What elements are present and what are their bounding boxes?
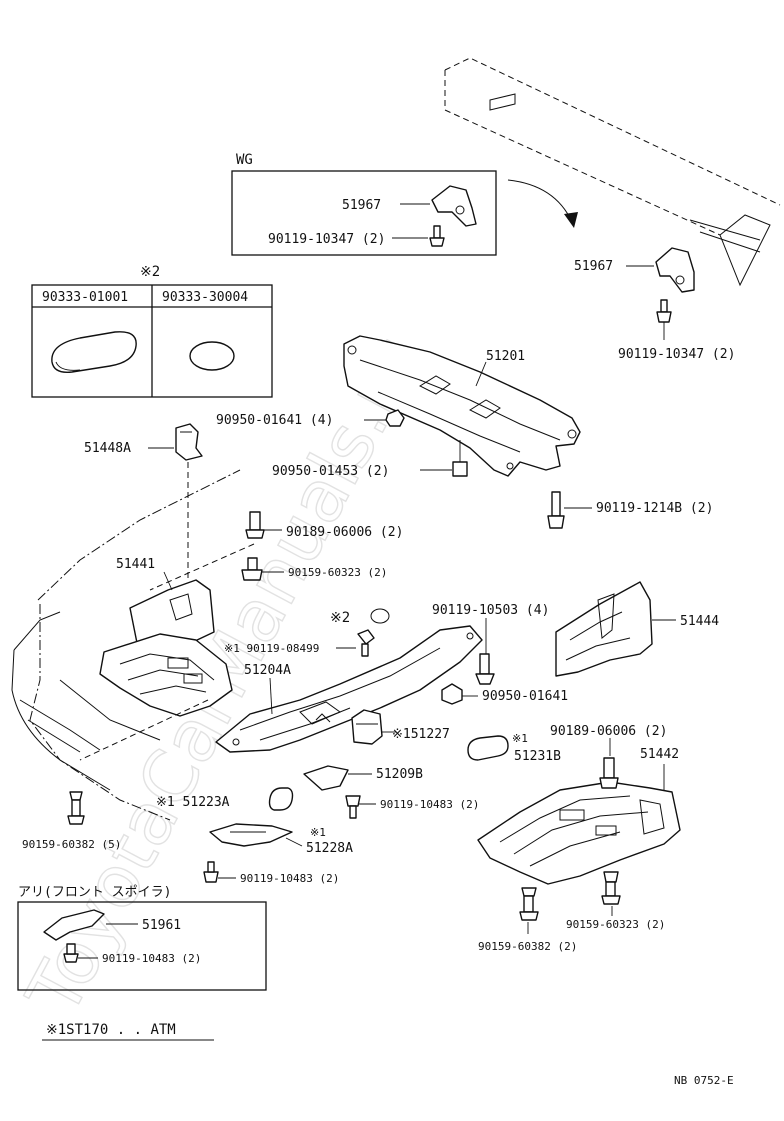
bolt-90119-10483-a	[345, 795, 361, 819]
cover-51228a	[209, 823, 293, 847]
note2-col1-label: 90333-01001	[42, 290, 128, 305]
mount-51227	[351, 709, 383, 745]
bolt-90119-10483-b	[203, 861, 219, 883]
label-90119-10503: 90119-10503 (4)	[432, 603, 549, 618]
bolt-90189-06006-a	[245, 511, 265, 539]
label-90119-10483-a: 90119-10483 (2)	[380, 798, 479, 811]
oval-plug	[51, 331, 137, 373]
ari-section: アリ(フロント スポイラ) 51961 90119-10483 (2)	[17, 885, 267, 991]
label-51227: ※151227	[392, 727, 450, 742]
bolt-90119-10503	[475, 618, 495, 685]
label-51228a: 51228A	[306, 841, 353, 856]
plug-51223a	[268, 787, 294, 811]
label-51209b: 51209B	[376, 767, 423, 782]
bolt-90159-60382-a	[67, 791, 85, 825]
label-51223a: ※1 51223A	[156, 795, 230, 810]
figure-code: NB 0752-E	[674, 1074, 734, 1087]
label-90119-08499: ※1 90119-08499	[224, 642, 319, 655]
rear-spoiler-drawing	[444, 57, 781, 287]
spoiler-bracket: 51967 90119-10347 (2)	[574, 247, 735, 362]
bolt-90159-60323-b	[601, 871, 621, 905]
label-90159-60382-a: 90159-60382 (5)	[22, 838, 121, 851]
round-plug	[189, 341, 235, 371]
spoiler-bolt-label: 90119-10347 (2)	[618, 347, 735, 362]
label-51444: 51444	[680, 614, 719, 629]
note2-section: ※2 90333-01001 90333-30004	[31, 264, 273, 398]
label-51204a: 51204A	[244, 663, 291, 678]
ari-title: アリ(フロント スポイラ)	[18, 885, 171, 900]
bolt-90119-08499	[357, 629, 375, 657]
label-51442: 51442	[640, 747, 679, 762]
wg-bracket-51967	[431, 185, 477, 227]
label-90119-10483-b: 90119-10483 (2)	[240, 872, 339, 885]
label-90159-60323-a: 90159-60323 (2)	[288, 566, 387, 579]
bolt-90159-60323-a	[241, 557, 263, 581]
side-cover-51444	[555, 581, 653, 677]
wg-bolt-label: 90119-10347 (2)	[268, 232, 385, 247]
wg-section: WG 51967 90119-10347 (2)	[231, 152, 497, 256]
bolt-90189-06006-b	[599, 757, 619, 789]
label-90119-1214b: 90119-1214B (2)	[596, 501, 713, 516]
ari-bolt-label: 90119-10483 (2)	[102, 952, 201, 965]
label-51441: 51441	[116, 557, 155, 572]
ari-bracket-51961	[43, 909, 105, 941]
label-90950-01641-4: 90950-01641 (4)	[216, 413, 333, 428]
wg-bracket-label: 51967	[342, 198, 381, 213]
label-51228a-marker: ※1	[310, 826, 326, 839]
label-90189-06006-a: 90189-06006 (2)	[286, 525, 403, 540]
nut-90950-01641	[441, 683, 463, 705]
label-90189-06006-b: 90189-06006 (2)	[550, 724, 667, 739]
label-51448a: 51448A	[84, 441, 131, 456]
spoiler-bracket-label: 51967	[574, 259, 613, 274]
wg-box	[231, 170, 497, 256]
footnote: ※1ST170 . . ATM	[46, 1022, 176, 1038]
label-51231b: 51231B	[514, 749, 561, 764]
plug-51231b	[467, 735, 509, 761]
wg-title: WG	[236, 152, 253, 168]
label-51231b-marker: ※1	[512, 732, 528, 745]
note2-col2-label: 90333-30004	[162, 290, 248, 305]
label-51201: 51201	[486, 349, 525, 364]
under-cover-51442	[477, 781, 681, 885]
nut-90950-01453	[452, 440, 468, 477]
note2-callout-marker: ※2	[330, 610, 350, 626]
label-90950-01641: 90950-01641	[482, 689, 568, 704]
ari-bolt	[63, 943, 79, 963]
ari-bracket-label: 51961	[142, 918, 181, 933]
note2-marker: ※2	[140, 264, 160, 280]
label-90950-01453: 90950-01453 (2)	[272, 464, 389, 479]
bolt-90159-60382-b	[519, 887, 539, 921]
bolt-90119-1214b	[547, 491, 565, 529]
wg-bolt	[429, 225, 445, 247]
round-plug-callout	[370, 608, 390, 624]
label-90159-60382-b: 90159-60382 (2)	[478, 940, 577, 953]
ari-box	[17, 901, 267, 991]
car-body-outline	[11, 469, 241, 821]
under-cover-51204a	[215, 625, 483, 753]
under-cover-51441	[99, 579, 233, 717]
bracket-51209b	[303, 765, 349, 791]
bracket-51448a	[175, 423, 203, 461]
label-90159-60323-b: 90159-60323 (2)	[566, 918, 665, 931]
